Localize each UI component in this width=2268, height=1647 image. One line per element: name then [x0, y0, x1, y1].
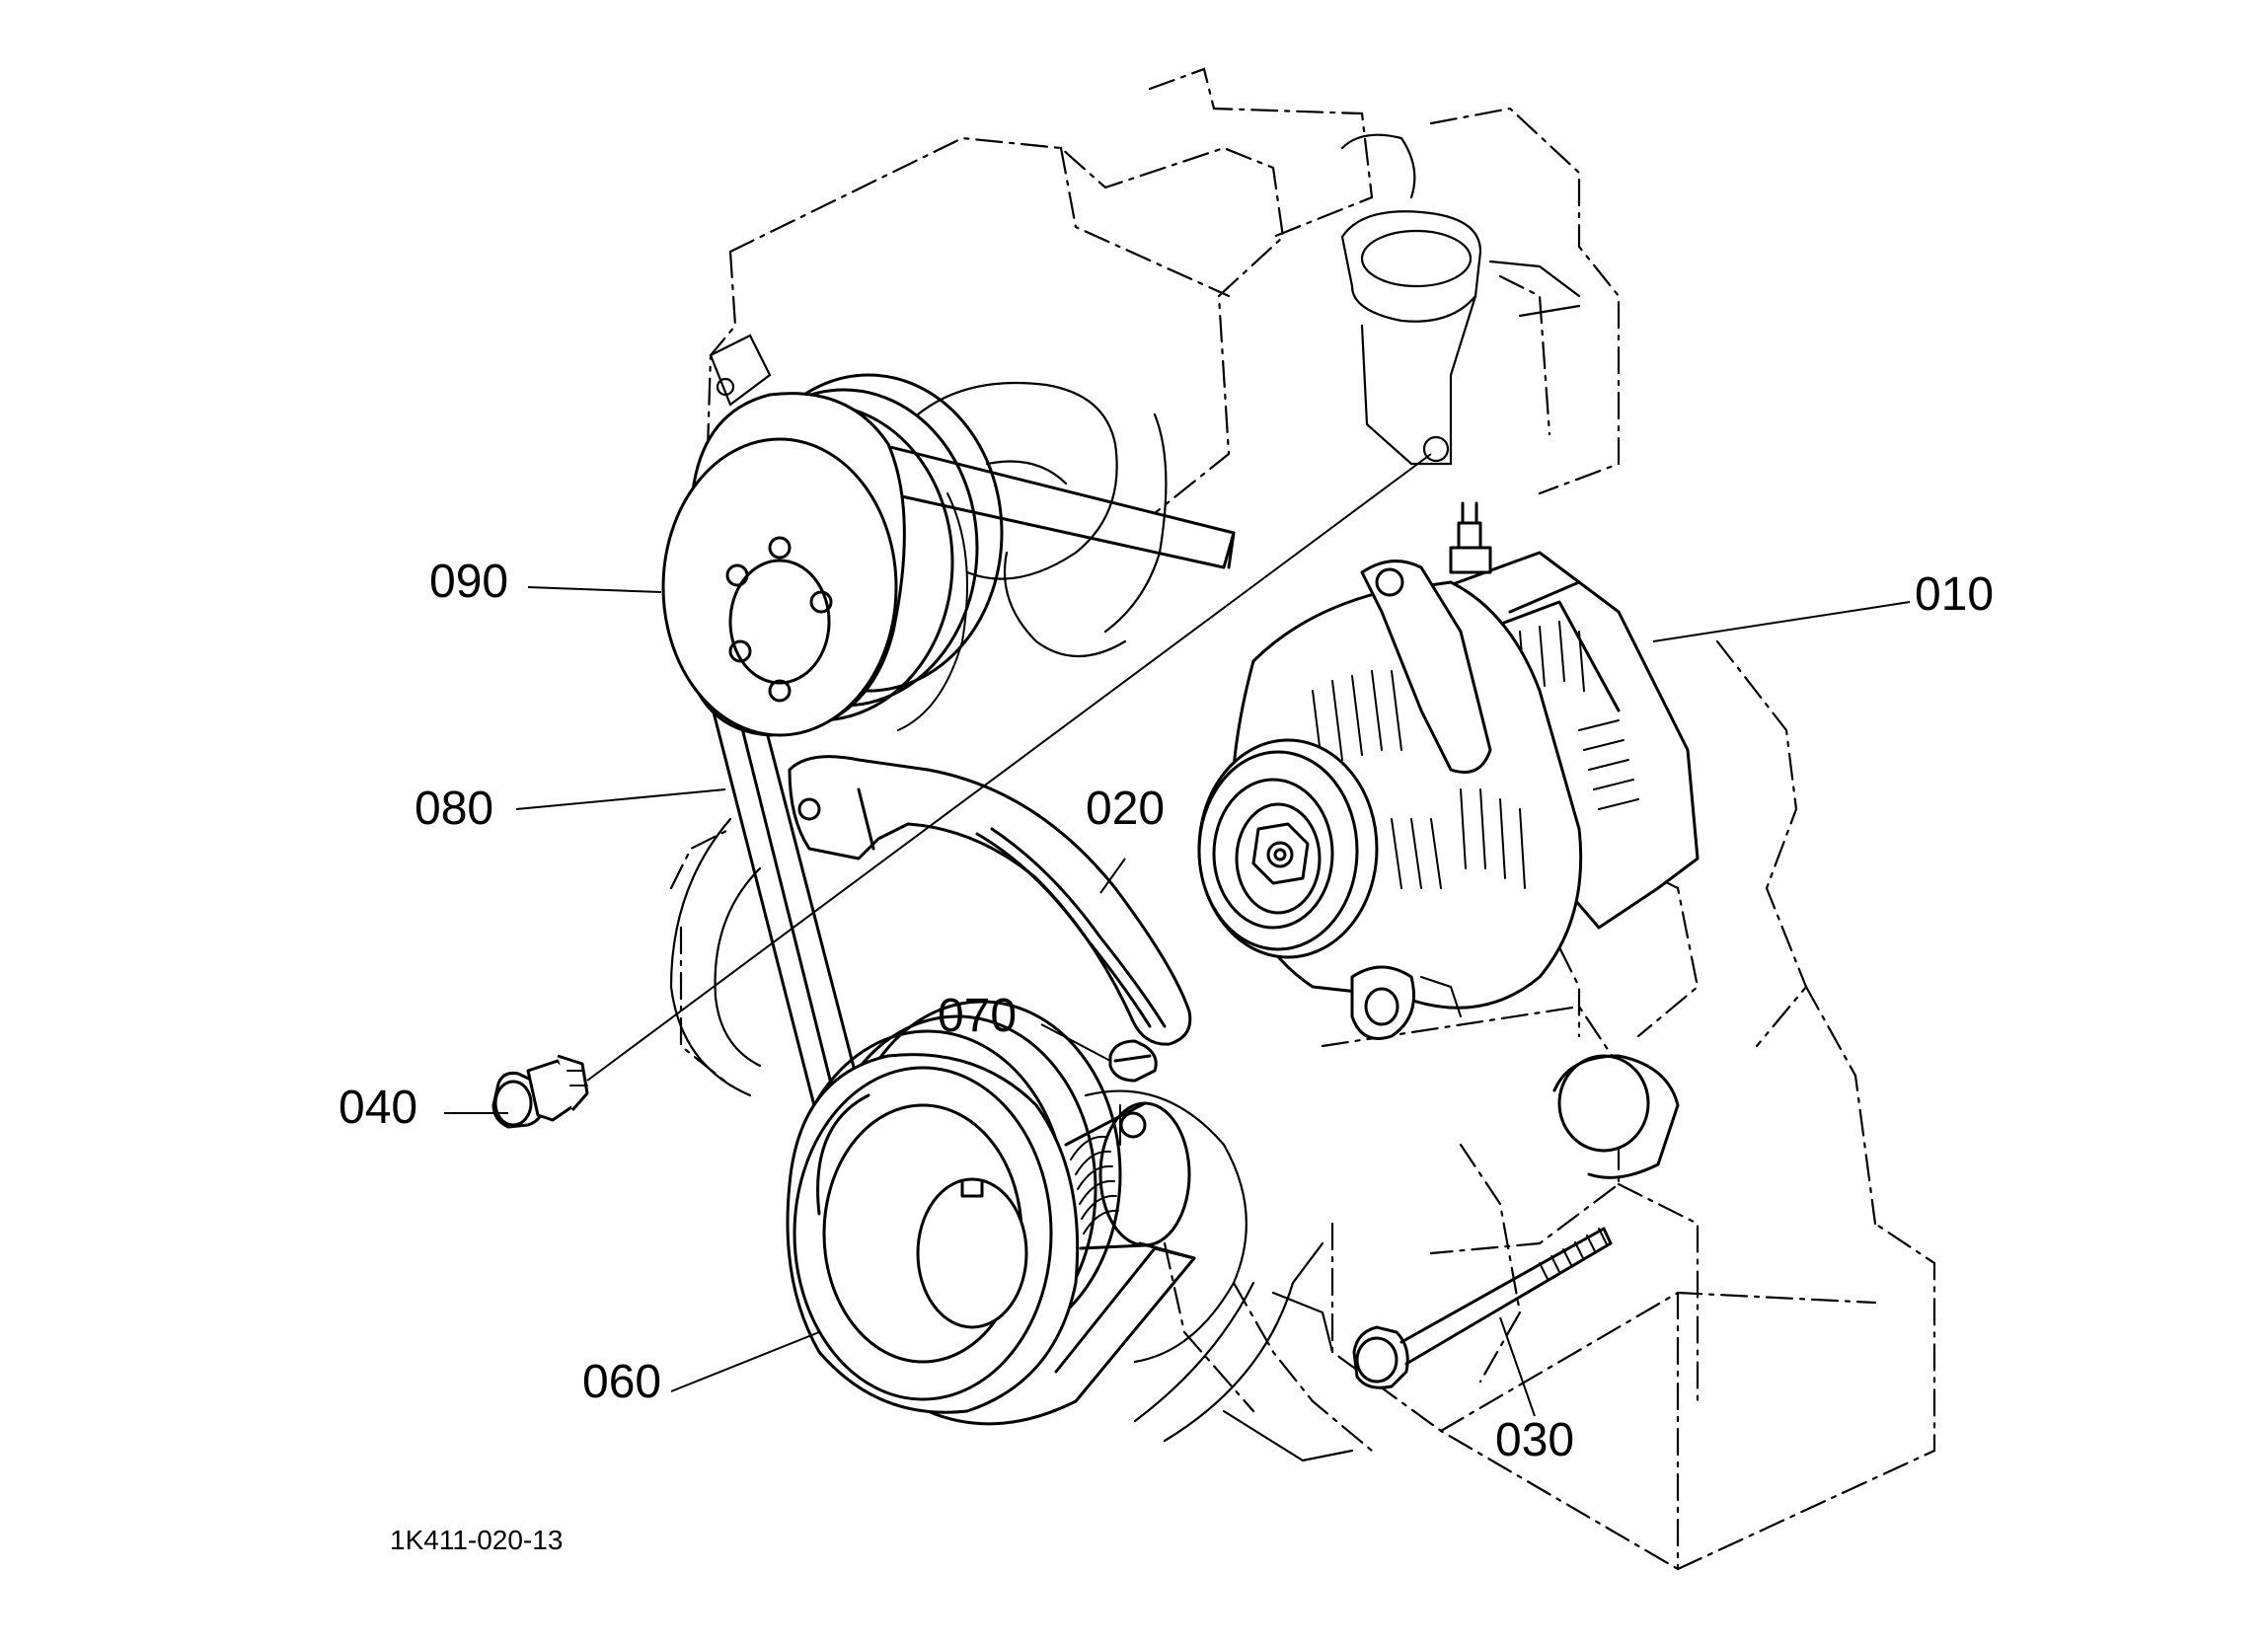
leader-020: [1099, 858, 1126, 894]
fan-drive-pulley: [661, 373, 1004, 737]
gear-case: [669, 817, 1354, 1462]
callout-020: 020: [1086, 783, 1165, 835]
feather-key: [1108, 1039, 1158, 1146]
figure-reference: 1K411-020-13: [390, 1525, 563, 1555]
leader-090: [527, 586, 662, 593]
leader-lines: [444, 453, 1911, 1417]
callout-070: 070: [938, 990, 1017, 1042]
callout-030: 030: [1495, 1414, 1574, 1466]
alternator-stay: [788, 755, 1192, 1046]
callout-080: 080: [415, 783, 493, 835]
callout-060: 060: [582, 1356, 661, 1408]
callout-labels: 090 080 020 010 070 040 060 030 1K411-02…: [339, 556, 1994, 1555]
crank-pulley: [786, 1000, 1122, 1414]
callout-040: 040: [339, 1082, 417, 1134]
leader-080: [515, 788, 726, 810]
leader-040-to-stay: [586, 453, 1432, 1082]
alternator: [1197, 501, 1700, 1040]
timing-cover-plug: [1552, 1054, 1680, 1179]
leader-070: [1040, 1023, 1111, 1062]
adjusting-bolt: [491, 1054, 589, 1129]
leader-010: [1652, 601, 1911, 642]
callout-090: 090: [429, 556, 508, 608]
callout-010: 010: [1915, 568, 1994, 621]
leader-030: [1499, 1316, 1536, 1417]
long-bolt: [1352, 1227, 1613, 1389]
leader-060: [670, 1331, 820, 1392]
water-outlet: [1340, 133, 1581, 466]
